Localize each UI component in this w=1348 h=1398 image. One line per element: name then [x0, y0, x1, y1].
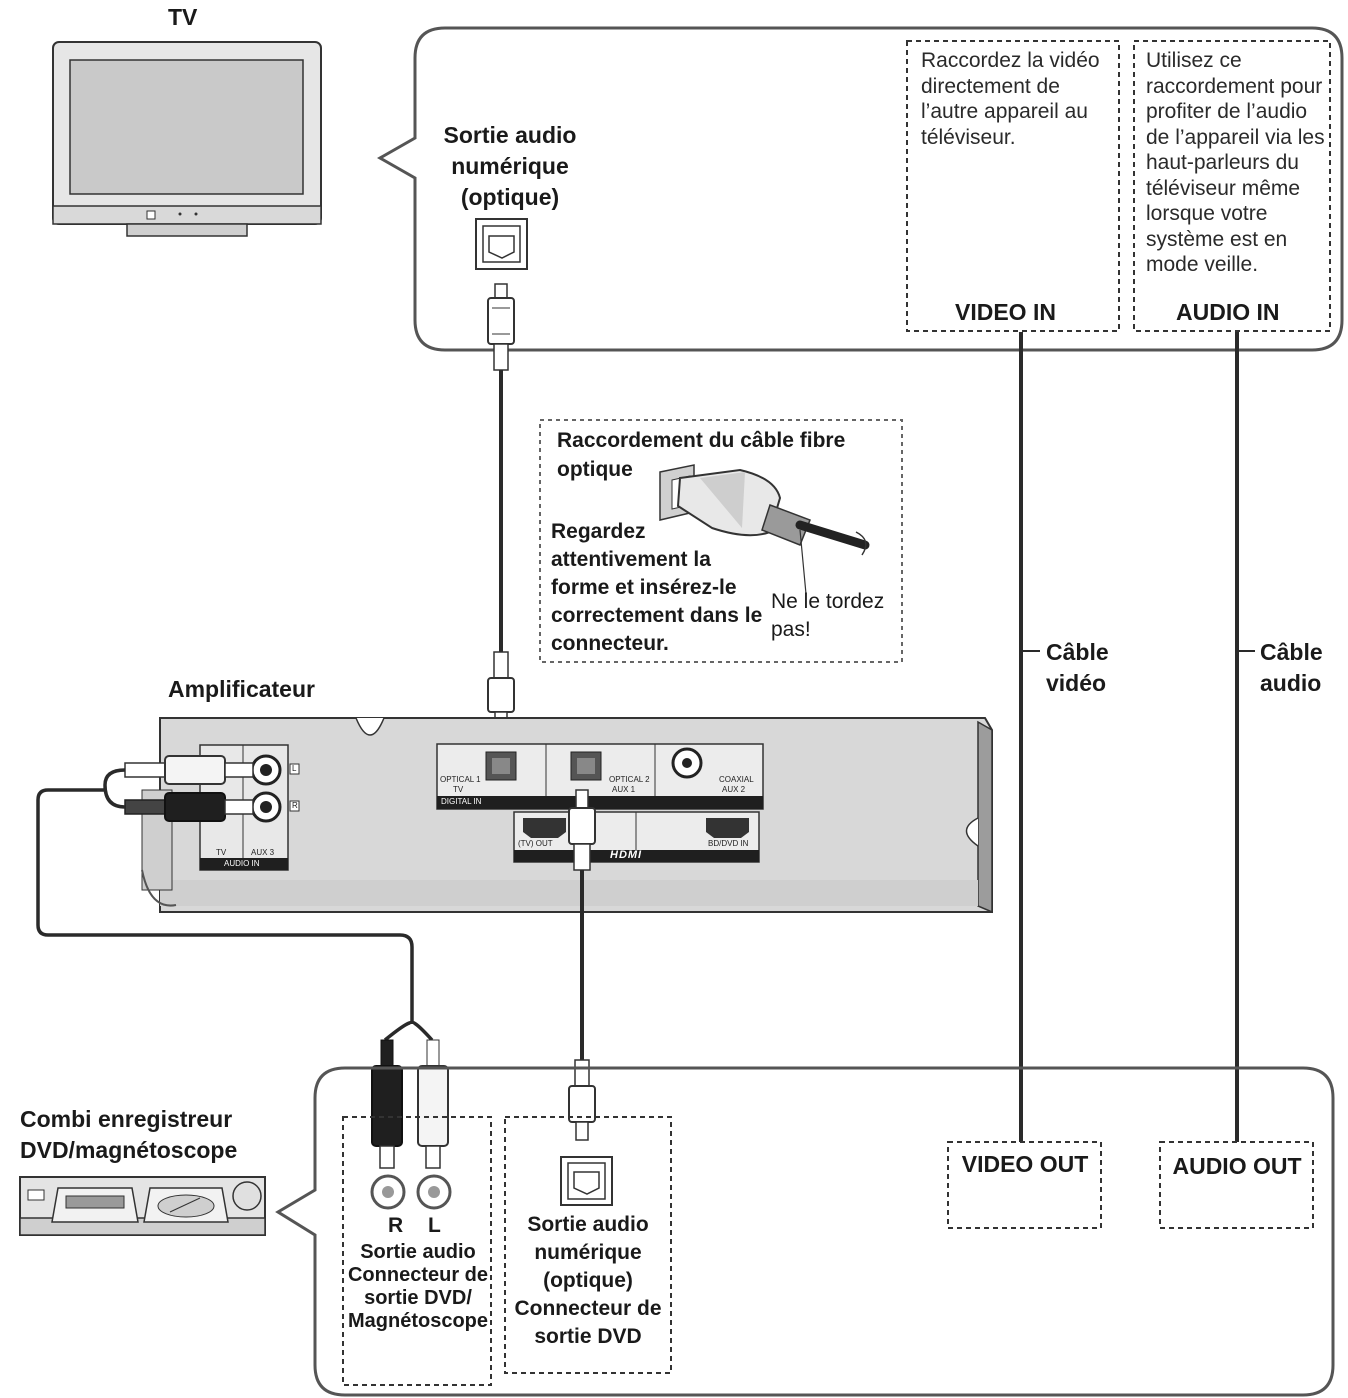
- audio-out-label: AUDIO OUT: [1172, 1153, 1302, 1179]
- amplifier-panel: [141, 717, 993, 914]
- analog-out-box: [342, 1116, 492, 1386]
- dvd-callout-box: [275, 1066, 1335, 1397]
- video-cable-label: Câble vidéo: [1046, 639, 1109, 696]
- fibre-warning: Ne le tordez pas!: [771, 590, 885, 641]
- audio-cable-analog: [36, 768, 434, 1042]
- rca-plug-icon: [371, 1039, 449, 1169]
- optical1-label: OPTICAL 1: [440, 775, 481, 784]
- coaxial-label: COAXIAL: [719, 775, 754, 784]
- video-in-label: VIDEO IN: [955, 299, 1056, 325]
- rca-plug-icon: [124, 755, 254, 822]
- optical-plug-icon: [487, 283, 515, 371]
- right-channel-label: R: [388, 1214, 404, 1237]
- video-out-box: [947, 1141, 1102, 1229]
- digital-out-label: Sortie audio numérique (optique) Connect…: [514, 1213, 662, 1348]
- analog-out-label: Sortie audio Connecteur de sortie DVD/ M…: [347, 1241, 489, 1332]
- left-channel-label: L: [428, 1214, 441, 1237]
- tv-callout-box: [376, 26, 1344, 352]
- r-jack-label: R: [292, 801, 298, 810]
- optical-plug-icon: [568, 789, 596, 871]
- fibre-tip: Regardez attentivement la forme et insér…: [551, 520, 763, 655]
- optical-port-icon: [560, 1156, 613, 1206]
- aux3-label: AUX 3: [251, 848, 275, 857]
- optical-plug-icon: [568, 1059, 596, 1141]
- amplifier-label: Amplificateur: [168, 676, 315, 702]
- video-in-box: [906, 40, 1120, 332]
- l-jack-label: L: [292, 764, 297, 773]
- audio-out-box: [1159, 1141, 1314, 1229]
- aux2-label: AUX 2: [722, 785, 746, 794]
- combi-label: Combi enregistreur DVD/magnétoscope: [20, 1106, 238, 1163]
- hdmi-bd-dvd-in-label: BD/DVD IN: [708, 839, 749, 848]
- audio-cable-label: Câble audio: [1260, 639, 1323, 696]
- tv-label: TV: [168, 4, 198, 30]
- tv-icon: [52, 41, 322, 237]
- digital-out-box: [504, 1116, 672, 1374]
- digital-in-label: DIGITAL IN: [441, 797, 482, 806]
- fibre-tip-box: [539, 419, 903, 663]
- audio-in-label: AUDIO IN: [1176, 299, 1280, 325]
- fibre-title: Raccordement du câble fibre optique: [557, 429, 846, 481]
- optical2-label: OPTICAL 2: [609, 775, 650, 784]
- video-note: Raccordez la vidéo directement de l’autr…: [921, 49, 1100, 149]
- tv-optical-out-label: Sortie audio numérique (optique): [443, 122, 577, 210]
- hdmi-tv-out-label: (TV) OUT: [518, 839, 553, 848]
- optical-port-icon: [475, 218, 528, 270]
- audio-in-panel-label: AUDIO IN: [224, 859, 260, 868]
- aux1-label: AUX 1: [612, 785, 636, 794]
- audio-note: Utilisez ce raccordement pour profiter d…: [1146, 49, 1325, 276]
- hdmi-logo: HDMI: [610, 849, 643, 861]
- audio-tv-label: TV: [216, 848, 227, 857]
- fibre-connector-illustration: [659, 464, 870, 595]
- dvd-vcr-icon: [19, 1176, 266, 1236]
- rca-jack-icon: [370, 1174, 452, 1210]
- video-out-label: VIDEO OUT: [961, 1151, 1089, 1177]
- tv-digital-label: TV: [453, 785, 464, 794]
